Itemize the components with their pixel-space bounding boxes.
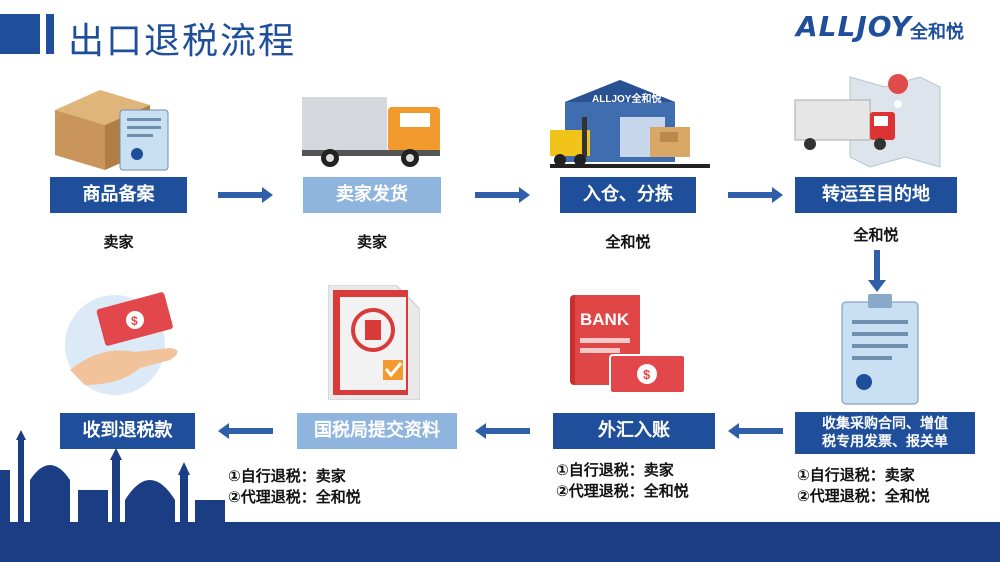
arrow-left-3	[728, 423, 783, 439]
brand-logo: ALLJOY	[796, 10, 912, 43]
arrow-right-2	[475, 187, 530, 203]
page-title: 出口退税流程	[68, 21, 297, 62]
note-forex-agent: ②代理退税：全和悦	[556, 482, 689, 500]
refund-hand-money-icon: $	[65, 292, 178, 395]
step-product-filing: 商品备案	[50, 177, 187, 213]
note-documents: ①自行退税：卖家 ②代理退税：全和悦	[797, 465, 930, 507]
title-accent-bar	[0, 14, 40, 54]
arrow-left-2	[475, 423, 530, 439]
actor-seller-2: 卖家	[356, 233, 387, 251]
city-skyline-decoration	[0, 430, 225, 525]
actor-alljoy-2: 全和悦	[853, 226, 899, 244]
note-tax-bureau-self: ①自行退税：卖家	[228, 467, 346, 485]
actor-alljoy-1: 全和悦	[605, 233, 651, 251]
arrow-right-1	[218, 187, 273, 203]
title-accent-stripe	[46, 14, 54, 54]
note-documents-agent: ②代理退税：全和悦	[797, 487, 930, 505]
step-seller-ship: 卖家发货	[303, 177, 441, 213]
tax-bureau-document-icon	[328, 285, 420, 400]
actor-seller-1: 卖家	[103, 233, 134, 251]
svg-text:$: $	[643, 367, 651, 382]
clipboard-document-icon	[841, 294, 919, 405]
note-tax-bureau-agent: ②代理退税：全和悦	[228, 488, 361, 506]
arrow-left-1	[218, 423, 273, 439]
note-forex: ①自行退税：卖家 ②代理退税：全和悦	[556, 460, 689, 502]
step-collect-documents-line1: 收集采购合同、增值	[822, 416, 948, 432]
step-forex-receipt: 外汇入账	[553, 413, 715, 449]
bank-label: BANK	[580, 310, 630, 329]
note-forex-self: ①自行退税：卖家	[556, 461, 674, 479]
step-receive-refund: 收到退税款	[60, 413, 195, 449]
transport-map-icon	[794, 74, 941, 168]
delivery-truck-icon	[302, 97, 440, 167]
step-submit-to-tax-bureau: 国税局提交资料	[297, 413, 457, 449]
bank-book-money-icon: BANK $	[570, 295, 686, 394]
warehouse-logo-text: ALLJOY全和悦	[592, 92, 661, 105]
step-transit: 转运至目的地	[795, 177, 957, 213]
arrow-right-3	[728, 187, 783, 203]
arrow-down	[868, 250, 886, 292]
step-warehouse-sort: 入仓、分拣	[560, 177, 696, 213]
brand-logo-cn: 全和悦	[910, 22, 964, 43]
package-document-icon	[55, 90, 169, 171]
step-collect-documents: 收集采购合同、增值 税专用发票、报关单	[795, 412, 975, 454]
warehouse-icon: ALLJOY全和悦	[550, 80, 710, 168]
note-documents-self: ①自行退税：卖家	[797, 466, 915, 484]
note-tax-bureau: ①自行退税：卖家 ②代理退税：全和悦	[228, 466, 361, 508]
step-collect-documents-line2: 税专用发票、报关单	[822, 434, 948, 450]
footer-band	[0, 522, 1000, 562]
svg-text:$: $	[131, 314, 138, 328]
